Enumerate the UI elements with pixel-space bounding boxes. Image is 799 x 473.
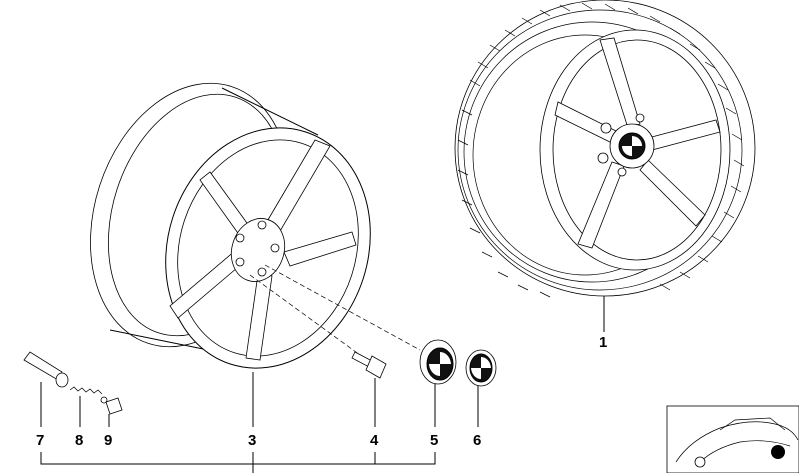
complete-wheel-with-tire[interactable]	[454, 0, 756, 298]
car-silhouette-icon	[666, 405, 799, 473]
tire-valve[interactable]	[23, 351, 69, 388]
callout-4: 4	[370, 432, 379, 449]
callout-6: 6	[473, 432, 481, 449]
callout-5: 5	[430, 432, 438, 449]
hub-cap[interactable]	[419, 339, 457, 385]
callout-7: 7	[36, 432, 44, 449]
callout-1: 1	[599, 334, 607, 351]
callout-3: 3	[248, 432, 256, 449]
alloy-rim[interactable]	[58, 57, 421, 395]
valve-cap[interactable]	[105, 397, 123, 415]
leader-lines	[40, 296, 605, 473]
callout-9: 9	[104, 432, 112, 449]
emblem[interactable]	[465, 349, 497, 387]
valve-insert[interactable]	[69, 386, 108, 404]
wheel-bolt[interactable]	[351, 351, 387, 379]
callout-labels: 1 3 4 5 6 7 8 9	[36, 334, 607, 449]
callout-8: 8	[75, 432, 83, 449]
